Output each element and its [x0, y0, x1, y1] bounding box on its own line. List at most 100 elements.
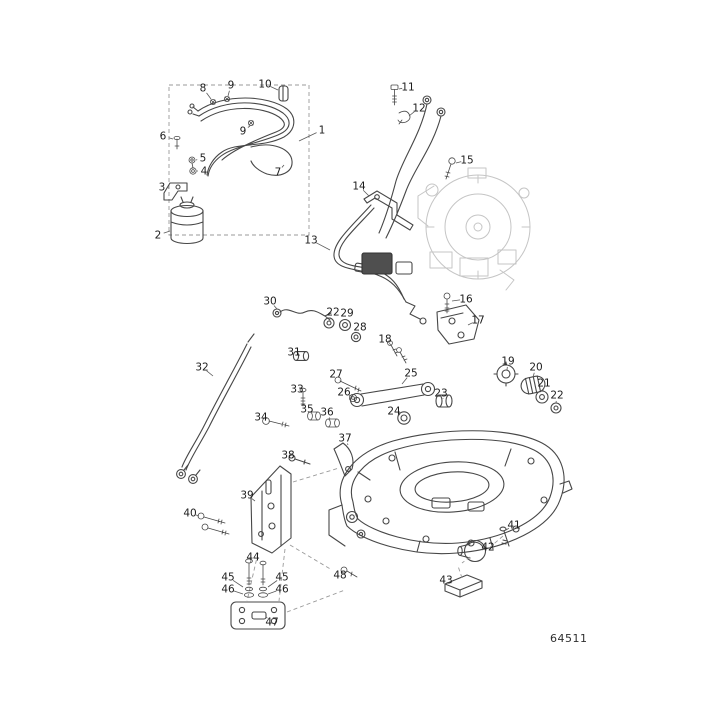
callout-leader — [505, 527, 510, 531]
callout-number: 43 — [439, 575, 452, 587]
callout-number: 34 — [254, 412, 268, 424]
callout-number: 18 — [378, 334, 391, 346]
callout-leader — [300, 391, 303, 393]
part-mounting-bracket — [250, 465, 292, 554]
callout-number: 9 — [228, 80, 235, 92]
part-cable-loop — [250, 144, 293, 176]
hardware-projection-lines — [457, 535, 504, 579]
callout-number: 46 — [275, 584, 289, 596]
part-screw-16 — [443, 292, 451, 314]
callout-number: 4 — [201, 166, 208, 178]
callout-leader — [346, 443, 349, 446]
callout-number: 29 — [340, 308, 353, 320]
callout-number: 17 — [471, 315, 484, 327]
callout-number: 42 — [481, 542, 494, 554]
callout-leader — [267, 590, 277, 595]
part-fastener-stack — [173, 135, 197, 175]
callout-number: 2 — [155, 230, 162, 242]
part-screw-11 — [390, 84, 399, 106]
callout-leader — [398, 87, 403, 90]
callout-number: 45 — [275, 572, 288, 584]
callout-leader — [291, 456, 294, 459]
part-screw-15 — [444, 157, 456, 180]
part-small-bracket — [163, 182, 188, 201]
callout-leader — [227, 90, 230, 97]
callout-number: 22 — [550, 390, 563, 402]
part-bolts-40 — [197, 512, 230, 536]
callout-leader — [451, 299, 461, 302]
callout-number: 35 — [300, 404, 313, 416]
callout-number: 19 — [501, 356, 514, 368]
callout-leader — [251, 498, 256, 502]
part-cable-bracket — [363, 190, 414, 231]
part-ground-cable — [272, 308, 332, 321]
part-screw-48 — [340, 566, 358, 578]
part-bracket-arm — [288, 442, 354, 477]
callout-leader — [232, 579, 244, 588]
callout-number: 27 — [329, 369, 342, 381]
part-wiring-harness — [187, 97, 295, 177]
callout-leader — [270, 86, 279, 91]
part-battery-leads — [378, 95, 446, 239]
callout-number: 45 — [221, 572, 234, 584]
callout-number: 24 — [387, 406, 401, 418]
callout-leader — [532, 372, 535, 378]
callout-leader — [206, 370, 214, 377]
callout-number: 47 — [265, 617, 278, 629]
callout-leader — [267, 580, 278, 588]
callout-number: 5 — [200, 153, 207, 165]
callout-leader — [362, 189, 370, 197]
callout-leader — [467, 322, 473, 326]
callout-number: 9 — [240, 126, 247, 138]
callout-leader — [281, 164, 285, 168]
callout-number: 33 — [290, 384, 303, 396]
callout-number: 23 — [434, 388, 447, 400]
callout-leader — [455, 161, 462, 164]
callout-number: 20 — [529, 362, 542, 374]
callout-number: 48 — [333, 570, 346, 582]
part-bolt-washer-stacks — [243, 558, 268, 598]
part-screws-18 — [387, 340, 408, 364]
callout-number: 16 — [459, 294, 473, 306]
part-ignition-coil — [170, 196, 204, 245]
part-connector-block — [361, 252, 413, 275]
part-mount-plate — [230, 601, 286, 630]
callout-leader — [316, 242, 331, 251]
part-battery-cable — [176, 333, 255, 484]
diagram-number: 64511 — [550, 632, 588, 645]
callout-number: 46 — [221, 584, 235, 596]
part-cable-clip — [397, 110, 411, 125]
callout-number: 14 — [352, 181, 366, 193]
callout-number: 39 — [240, 490, 253, 502]
part-washers-mid — [323, 317, 362, 343]
callout-number: 7 — [275, 167, 282, 179]
part-mount-grommet-set — [493, 361, 562, 414]
callout-number: 36 — [320, 407, 334, 419]
callout-leader — [328, 417, 331, 420]
callout-number: 40 — [183, 508, 196, 520]
callout-number: 32 — [195, 362, 208, 374]
callout-number: 3 — [159, 182, 166, 194]
callout-leader — [265, 616, 268, 619]
callout-number: 37 — [338, 433, 351, 445]
callout-leader — [388, 342, 392, 346]
callout-leader — [264, 419, 267, 421]
callout-number: 25 — [404, 368, 417, 380]
callout-number: 38 — [281, 450, 294, 462]
callout-number: 44 — [246, 552, 260, 564]
part-grommet-top — [278, 85, 289, 102]
part-cowl-hardware — [444, 526, 510, 598]
callout-number: 13 — [304, 235, 317, 247]
part-fasteners-lower — [262, 387, 340, 428]
callout-leader — [273, 305, 278, 310]
callout-number: 30 — [263, 296, 276, 308]
callout-leader — [206, 92, 212, 100]
part-anchor-bracket — [436, 304, 480, 345]
callout-number: 8 — [200, 83, 207, 95]
callout-number: 12 — [412, 103, 425, 115]
callout-number: 41 — [507, 520, 520, 532]
harness-assembly-outline — [168, 84, 310, 236]
